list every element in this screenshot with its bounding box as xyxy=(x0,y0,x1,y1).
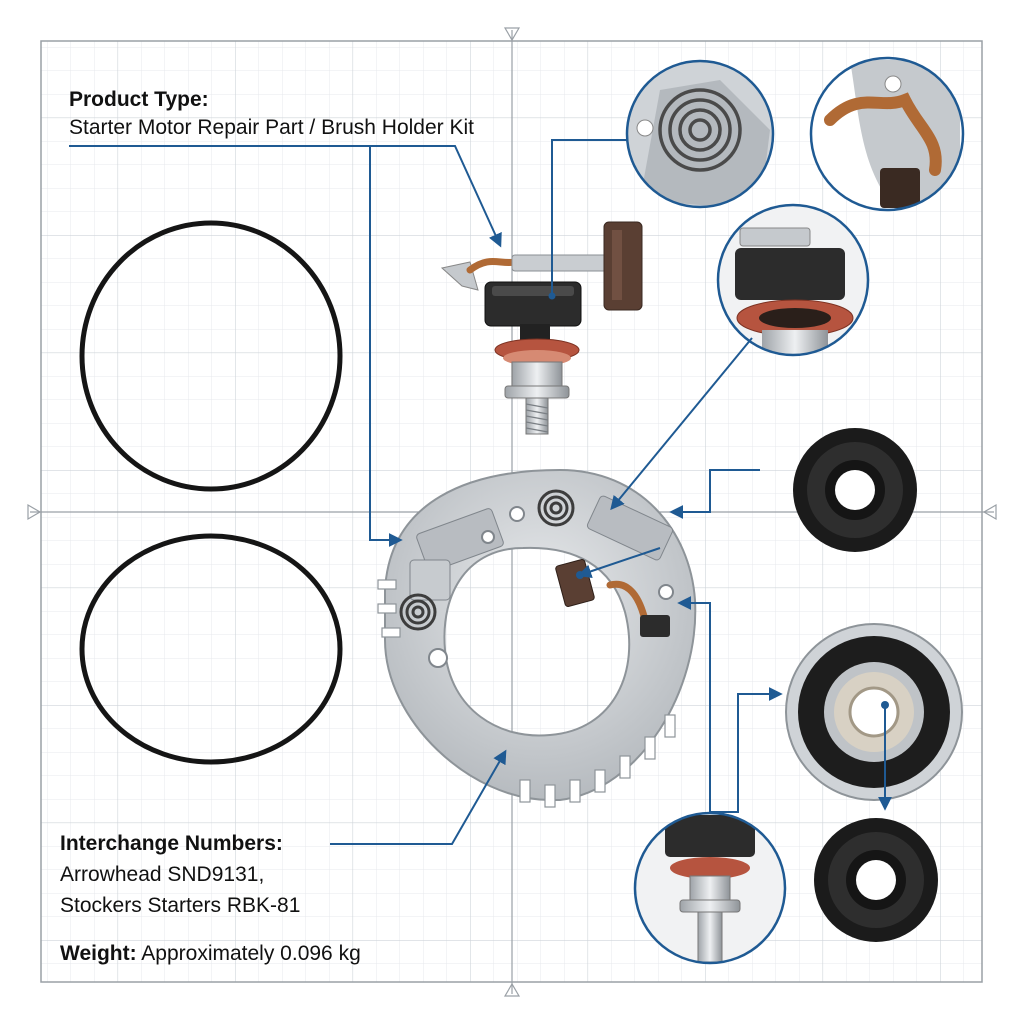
product-type-label: Product Type: Starter Motor Repair Part … xyxy=(69,86,474,142)
callout-lines xyxy=(69,139,892,845)
zoom-spring-closeup xyxy=(625,59,775,209)
bottom-center-marker-icon xyxy=(503,982,521,997)
spring-coil-icon xyxy=(399,593,437,631)
interchange-line-1: Arrowhead SND9131, xyxy=(60,863,265,886)
top-center-marker-icon xyxy=(503,27,521,42)
weight-heading: Weight: xyxy=(60,942,137,965)
product-type-value: Starter Motor Repair Part / Brush Holder… xyxy=(69,116,474,139)
ball-bearing xyxy=(785,623,963,801)
left-center-marker-icon xyxy=(27,503,42,521)
zoom-terminal-bolt-closeup xyxy=(633,811,787,965)
callout-dots xyxy=(548,292,889,709)
spring-coil-icon xyxy=(537,489,575,527)
weight-value: Approximately 0.096 kg xyxy=(141,942,361,965)
interchange-line-2: Stockers Starters RBK-81 xyxy=(60,894,301,917)
interchange-numbers-label: Interchange Numbers: Arrowhead SND9131, … xyxy=(60,828,300,921)
brush-holder-plate xyxy=(377,468,697,808)
zoom-copper-lead-closeup xyxy=(809,56,965,212)
oil-seal-bottom xyxy=(814,818,938,942)
product-type-heading: Product Type: xyxy=(69,88,209,111)
brush-terminal-assembly xyxy=(440,221,643,435)
o-ring-top xyxy=(79,220,343,492)
right-center-marker-icon xyxy=(982,503,997,521)
oil-seal-top xyxy=(793,428,917,552)
zoom-terminal-washer-closeup xyxy=(716,203,870,357)
o-ring-bottom xyxy=(79,533,343,765)
interchange-heading: Interchange Numbers: xyxy=(60,832,283,855)
weight-label: Weight: Approximately 0.096 kg xyxy=(60,940,361,968)
